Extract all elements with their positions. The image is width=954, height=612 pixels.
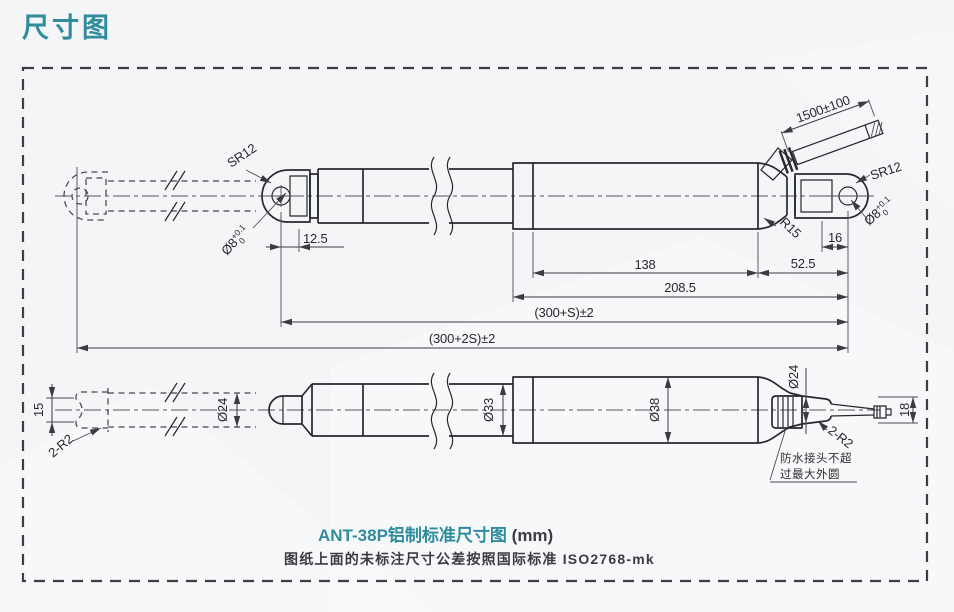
extended-clevis-phantom <box>63 170 256 222</box>
dim-motor-length: 138 <box>634 257 655 272</box>
plan-inner-tube: Ø33 <box>311 372 513 450</box>
connector-note: 防水接头不超 过最大外圆 <box>769 427 857 483</box>
svg-text:0: 0 <box>880 207 890 218</box>
dim-retracted-length: (300+S)±2 <box>534 305 593 320</box>
label-front-hole-dia: Ø8 +0.1 0 <box>218 222 248 258</box>
gland-ribs <box>777 397 794 427</box>
plan-view: 15 2-R2 Ø24 Ø33 <box>31 365 918 483</box>
dim-rear-section: 52.5 <box>791 256 816 271</box>
extension-lines <box>76 167 849 353</box>
label-rear-hole-dia: Ø8 +0.1 0 <box>861 194 892 229</box>
dim-rear-assembly: 208.5 <box>664 280 696 295</box>
caption-unit: (mm) <box>511 526 554 545</box>
dim-rear-hole-offset: 16 <box>828 230 842 245</box>
page-title: 尺寸图 <box>22 13 112 43</box>
svg-text:0: 0 <box>237 235 248 245</box>
label-front-sphere-radius: SR12 <box>224 140 259 170</box>
waterproof-connector <box>757 376 892 444</box>
rod-dia-dimension: Ø24 <box>215 393 241 427</box>
rear-clevis <box>794 173 872 219</box>
dim-connector-dia: Ø24 <box>786 365 801 389</box>
side-view-dimensions: 12.5 16 138 52.5 208.5 (300+S)±2 (300+2S… <box>77 230 848 352</box>
dim-inner-tube-dia: Ø33 <box>481 398 496 422</box>
connector-tip <box>873 405 892 419</box>
drawing-frame-border <box>21 66 929 583</box>
label-rear-sphere-radius: SR12 <box>868 159 903 183</box>
inner-tube <box>317 156 513 236</box>
strain-relief <box>778 146 799 174</box>
dim-front-offset: 12.5 <box>303 231 328 246</box>
connector-note-line1: 防水接头不超 <box>780 451 852 465</box>
dim-slot-width: 15 <box>31 403 46 417</box>
dim-rod-dia: Ø24 <box>215 398 230 422</box>
break-curve <box>446 372 454 450</box>
tolerance-note: 图纸上面的未标注尺寸公差按照国际标准 ISO2768-mk <box>284 551 655 567</box>
break-marks <box>164 170 186 222</box>
break-marks <box>164 382 186 437</box>
dim-outer-tube-dia: Ø38 <box>647 398 662 422</box>
cable-end-hatch <box>870 121 883 137</box>
break-curve <box>430 372 438 450</box>
dim-extended-length: (300+2S)±2 <box>429 331 495 346</box>
cable-boot <box>760 147 793 181</box>
drawing-caption: ANT-38P铝制标准尺寸图 (mm) <box>318 521 553 546</box>
front-clevis <box>261 169 319 223</box>
dim-connector-height: 18 <box>897 403 912 417</box>
connector-note-line2: 过最大外圆 <box>780 467 840 481</box>
break-curve <box>430 156 438 236</box>
cable-gland <box>771 395 803 429</box>
extended-fork-phantom <box>75 382 256 437</box>
connector-dia-dimension: Ø24 <box>786 365 810 434</box>
plan-motor-housing: Ø38 <box>512 376 759 444</box>
caption-product-name: ANT-38P铝制标准尺寸图 <box>318 526 507 545</box>
rod-end-plug <box>268 383 313 437</box>
break-curve <box>446 156 454 236</box>
